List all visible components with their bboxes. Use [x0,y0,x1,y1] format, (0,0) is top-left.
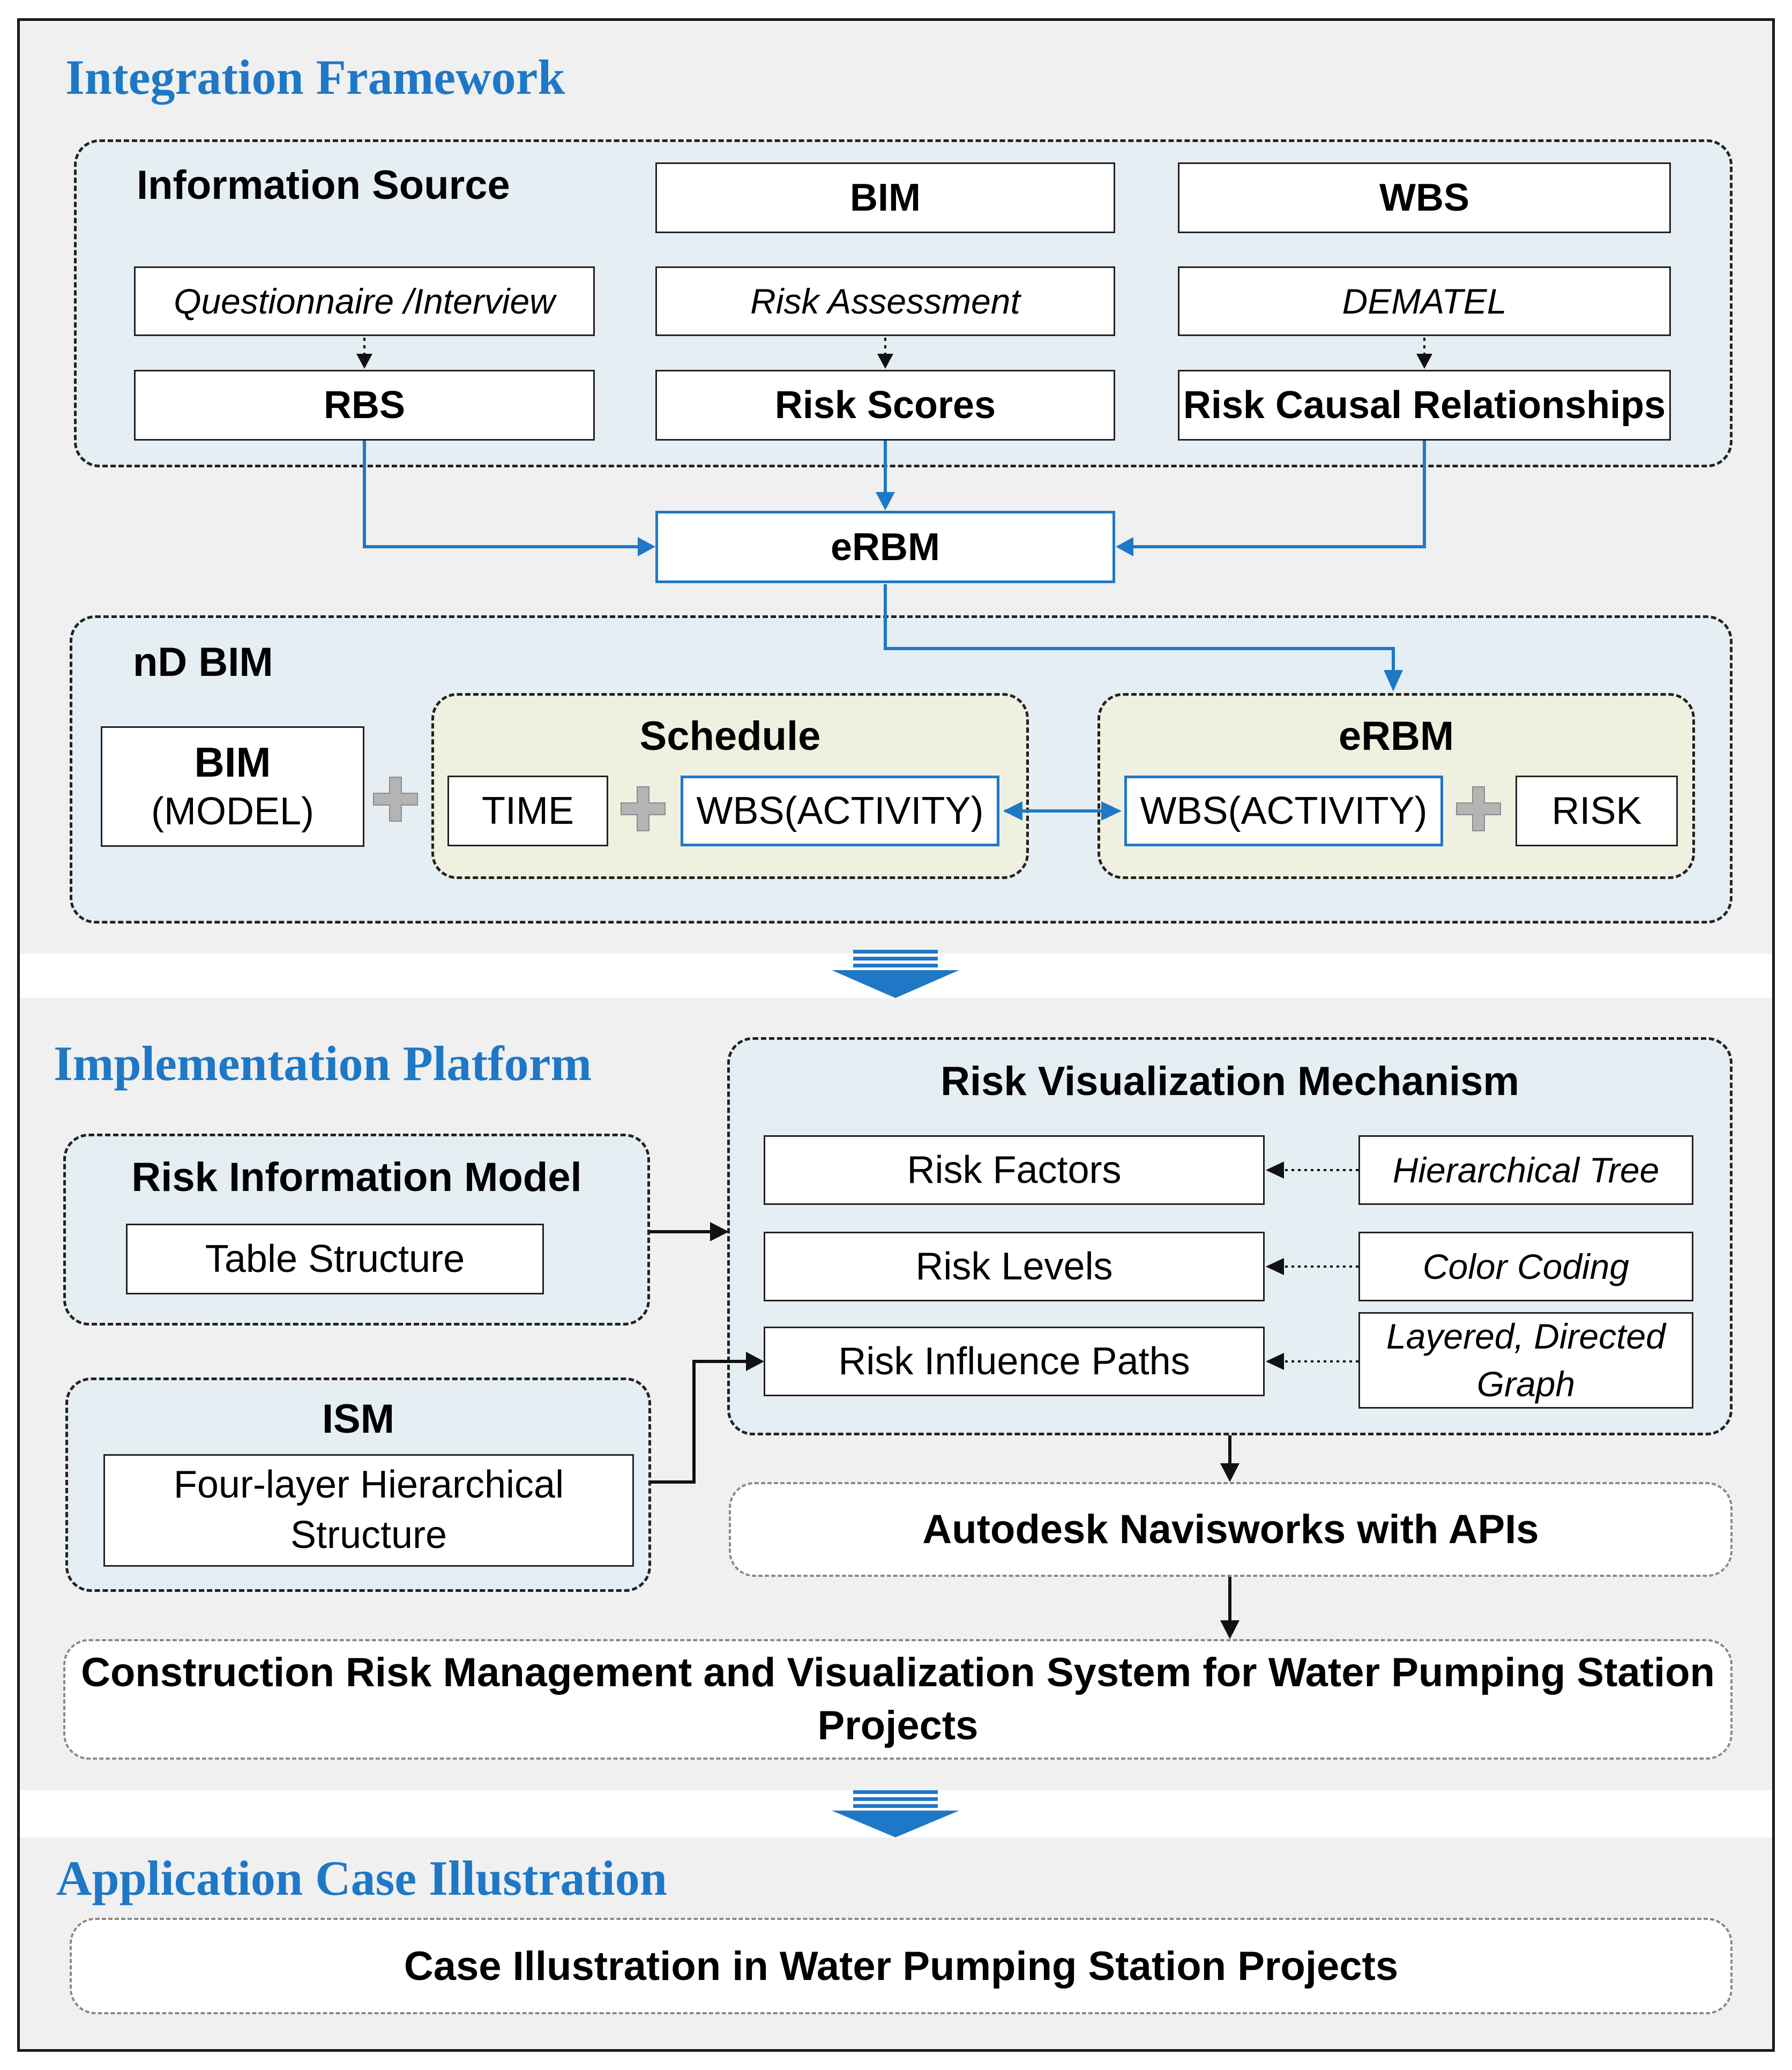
table-structure-box: Table Structure [126,1224,544,1294]
hierarchical-tree-box: Hierarchical Tree [1358,1135,1693,1205]
risk-visualization-mechanism-title: Risk Visualization Mechanism [940,1059,1519,1104]
erbm-panel-title: eRBM [1338,713,1454,759]
construction-risk-system-line2: Projects [817,1702,979,1748]
schedule-title: Schedule [639,713,821,759]
application-case-title: Application Case Illustration [56,1851,667,1905]
time-box: TIME [447,776,608,846]
wbs-activity-erbm-box: WBS(ACTIVITY) [1124,776,1443,846]
dematel-box: DEMATEL [1178,266,1671,336]
layered-directed-line1: Layered, Directed [1386,1316,1666,1356]
risk-assessment-box: Risk Assessment [655,266,1115,336]
autodesk-navisworks-box: Autodesk Navisworks with APIs [729,1482,1733,1577]
wbs-activity-schedule-box: WBS(ACTIVITY) [681,776,999,846]
risk-factors-box: Risk Factors [764,1135,1265,1205]
risk-scores-box: Risk Scores [655,370,1115,441]
layered-directed-graph-box: Layered, Directed Graph [1358,1312,1693,1409]
bim-source-box: BIM [655,162,1115,233]
wbs-source-box: WBS [1178,162,1671,233]
construction-risk-system-line1: Construction Risk Management and Visuali… [81,1649,1715,1695]
ism-title: ISM [322,1396,395,1442]
bim-model-subtitle: (MODEL) [151,790,314,833]
risk-information-model-title: Risk Information Model [131,1155,582,1200]
risk-levels-box: Risk Levels [764,1232,1265,1301]
integration-framework-title: Integration Framework [65,50,565,105]
case-illustration-box: Case Illustration in Water Pumping Stati… [70,1918,1733,2014]
four-layer-hierarchical-box: Four-layer Hierarchical Structure [103,1454,634,1567]
risk-causal-relationships-box: Risk Causal Relationships [1178,370,1671,441]
risk-box: RISK [1515,776,1678,846]
construction-risk-system-box: Construction Risk Management and Visuali… [63,1639,1733,1760]
implementation-platform-title: Implementation Platform [54,1036,592,1091]
color-coding-box: Color Coding [1358,1232,1693,1301]
nd-bim-title: nD BIM [133,639,273,685]
questionnaire-interview-box: Questionnaire /Interview [134,266,595,336]
rbs-box: RBS [134,370,595,441]
four-layer-line1: Four-layer Hierarchical [173,1463,564,1507]
erbm-center-box: eRBM [655,511,1115,583]
layered-directed-line2: Graph [1476,1364,1576,1404]
four-layer-line2: Structure [290,1514,447,1557]
information-source-title: Information Source [137,162,510,208]
risk-influence-paths-box: Risk Influence Paths [764,1327,1265,1396]
bim-model-box: BIM (MODEL) [101,726,364,847]
bim-model-title: BIM [194,738,271,786]
